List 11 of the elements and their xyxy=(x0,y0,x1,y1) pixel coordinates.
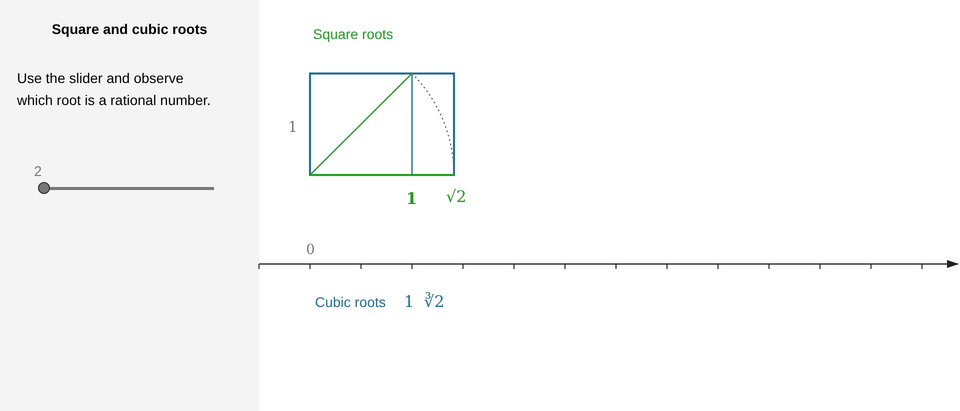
side-label: 1 xyxy=(288,118,298,136)
tick-label: 0 xyxy=(306,242,315,258)
slider-value: 2 xyxy=(34,163,42,179)
diagram-label: Cubic roots xyxy=(315,294,386,310)
instruction-text: Use the slider and observe which root is a rational number. xyxy=(17,69,212,110)
axis-label: 1 xyxy=(406,189,418,208)
cubic-root-label: ∛2 xyxy=(424,292,444,311)
title: Square and cubic roots xyxy=(50,21,208,37)
value-label: 1 xyxy=(404,292,414,311)
diagram-label: Square roots xyxy=(313,26,394,42)
square-root-label: √2 xyxy=(446,187,466,206)
